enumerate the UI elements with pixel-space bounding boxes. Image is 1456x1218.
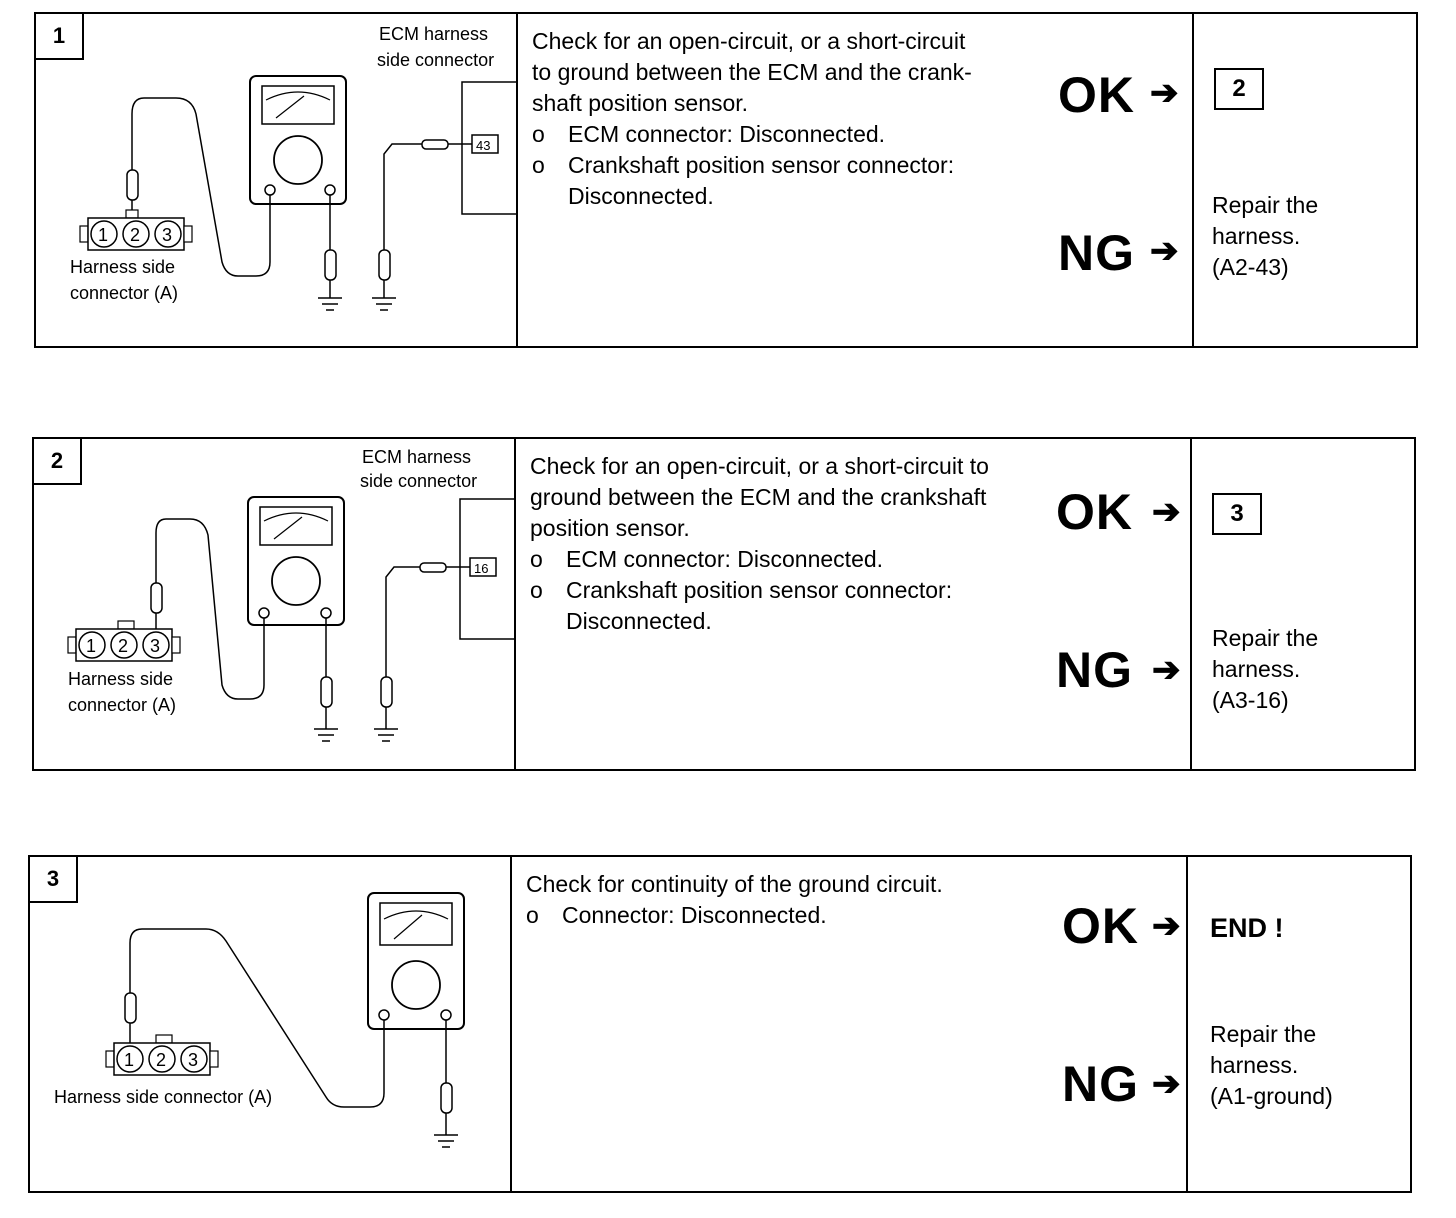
- probe-icon: [378, 249, 391, 298]
- ng-label: NG: [1062, 1056, 1139, 1112]
- next-step-box[interactable]: 2: [1214, 68, 1264, 110]
- ground-symbol-icon: [314, 728, 338, 742]
- divider-description: [514, 439, 516, 769]
- ng-label: NG: [1056, 642, 1133, 698]
- arrow-icon: ➔: [1150, 232, 1179, 270]
- divider-result: [1190, 439, 1192, 769]
- divider-description: [516, 14, 518, 346]
- ok-label: OK: [1058, 67, 1135, 123]
- probe-icon: [126, 169, 139, 212]
- divider-result: [1186, 857, 1188, 1191]
- multimeter-icon: [247, 496, 345, 626]
- ecm-pin-terminal: 16: [469, 557, 497, 577]
- description-line: Check for continuity of the ground circu…: [526, 871, 943, 897]
- connector-label-line2: connector (A): [70, 283, 178, 303]
- step-number: 3: [30, 857, 78, 903]
- ecm-label-line2: side connector: [377, 50, 494, 70]
- connector-icon: 1 2 3: [105, 1034, 219, 1076]
- ecm-label-line2: side connector: [360, 471, 477, 491]
- ng-action: Repair the harness. (A1-ground): [1210, 1021, 1333, 1109]
- step-2: 2 ECM harness side connector 16: [32, 437, 1416, 771]
- test-diagram: ECM harness side connector 16: [67, 447, 514, 742]
- step-description: Check for continuity of the ground circu…: [526, 869, 1046, 931]
- end-label: END !: [1210, 913, 1284, 943]
- pin-number: 43: [476, 138, 490, 153]
- probe-icon: [324, 249, 337, 298]
- step-1: 1 ECM harness side connector 43: [34, 12, 1418, 348]
- connector-label-line2: connector (A): [68, 695, 176, 715]
- pin-label: 2: [156, 1050, 166, 1070]
- description-line: shaft position sensor.: [532, 90, 749, 116]
- arrow-icon: ➔: [1152, 1065, 1181, 1103]
- test-diagram: ECM harness side connector 43: [70, 24, 516, 311]
- bullet-item: Disconnected.: [568, 183, 714, 209]
- probe-icon: [419, 562, 470, 573]
- divider-description: [510, 857, 512, 1191]
- ng-action: Repair the harness. (A2-43): [1212, 192, 1319, 280]
- step-number: 1: [36, 14, 84, 60]
- connector-icon: 1 2 3: [67, 620, 181, 662]
- step-description: Check for an open-circuit, or a short-ci…: [532, 26, 1052, 212]
- connector-label-line1: Harness side: [70, 257, 175, 277]
- multimeter-icon: [367, 892, 465, 1030]
- arrow-icon: ➔: [1152, 493, 1181, 531]
- step-3: 3: [28, 855, 1412, 1193]
- multimeter-icon: [249, 75, 347, 205]
- arrow-icon: ➔: [1152, 651, 1181, 689]
- ng-action: Repair the harness. (A3-16): [1212, 625, 1319, 713]
- probe-icon: [421, 139, 472, 150]
- pin-label: 3: [162, 225, 172, 245]
- ok-label: OK: [1062, 898, 1139, 954]
- test-diagram: 1 2 3 Harness side connector (A): [54, 892, 465, 1148]
- description-line: Check for an open-circuit, or a short-ci…: [532, 28, 966, 54]
- next-step-box[interactable]: 3: [1212, 493, 1262, 535]
- ground-symbol-icon: [374, 728, 398, 742]
- bullet-item: Disconnected.: [566, 608, 712, 634]
- connector-label-line1: Harness side: [68, 669, 173, 689]
- probe-icon: [440, 1082, 453, 1135]
- probe-icon: [124, 992, 137, 1043]
- connector-label: Harness side connector (A): [54, 1087, 272, 1107]
- pin-number: 16: [474, 561, 488, 576]
- divider-result: [1192, 14, 1194, 346]
- pin-label: 3: [188, 1050, 198, 1070]
- ecm-label-line1: ECM harness: [379, 24, 488, 44]
- ecm-pin-terminal: 43: [471, 134, 499, 154]
- pin-label: 2: [118, 636, 128, 656]
- pin-label: 1: [86, 636, 96, 656]
- ground-symbol-icon: [372, 297, 396, 311]
- connector-icon: 1 2 3: [79, 209, 193, 251]
- pin-label: 1: [98, 225, 108, 245]
- arrow-icon: ➔: [1152, 907, 1181, 945]
- pin-label: 2: [130, 225, 140, 245]
- arrow-icon: ➔: [1150, 74, 1179, 112]
- step-description: Check for an open-circuit, or a short-ci…: [530, 451, 1050, 637]
- probe-icon: [380, 676, 393, 729]
- description-line: to ground between the ECM and the crank-: [532, 59, 972, 85]
- ecm-label-line1: ECM harness: [362, 447, 471, 467]
- pin-label: 3: [150, 636, 160, 656]
- pin-label: 1: [124, 1050, 134, 1070]
- description-line: ground between the ECM and the crankshaf…: [530, 484, 987, 510]
- ng-label: NG: [1058, 225, 1135, 281]
- probe-icon: [150, 582, 163, 629]
- ground-symbol-icon: [434, 1134, 458, 1148]
- ok-label: OK: [1056, 484, 1133, 540]
- description-line: position sensor.: [530, 515, 690, 541]
- description-line: Check for an open-circuit, or a short-ci…: [530, 453, 989, 479]
- step-number: 2: [34, 439, 82, 485]
- ground-symbol-icon: [318, 297, 342, 311]
- probe-icon: [320, 676, 333, 729]
